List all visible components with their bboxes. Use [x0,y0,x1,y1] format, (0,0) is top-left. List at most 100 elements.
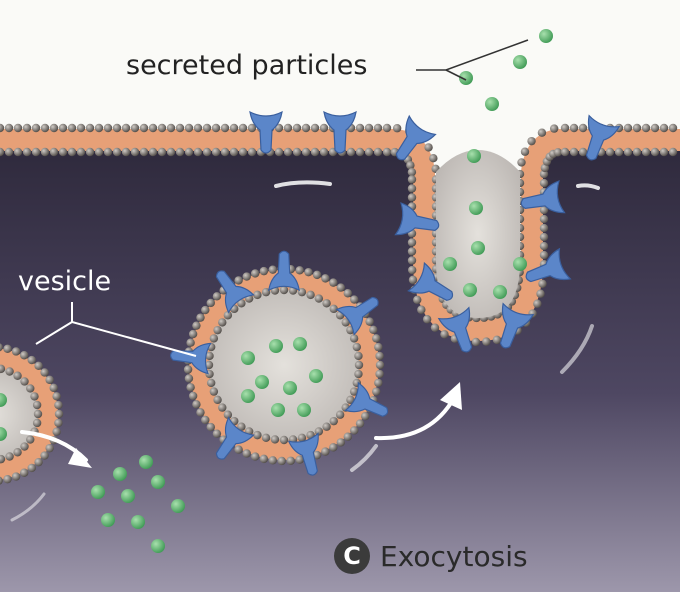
lipid-head [540,163,550,173]
lipid-head [354,360,364,370]
membrane-protein-icon [395,114,437,161]
lipid-head [312,450,322,460]
lipid-head [407,167,417,177]
lipid-head [408,275,418,285]
lipid-head [202,147,212,157]
particle [467,149,481,163]
lipid-head [229,147,239,157]
lipid-head [346,395,355,405]
lipid-head [121,123,131,133]
lipid-head [659,147,669,157]
lipid-head [32,418,42,428]
lipid-head [407,265,417,275]
lipid-head [13,371,22,380]
highlight [560,324,594,374]
lipid-head [201,415,210,425]
lipid-head [373,147,383,157]
lipid-head [270,435,280,444]
lipid-head [417,305,426,314]
lipid-head [253,430,262,440]
particle [539,29,553,43]
lipid-head [336,283,345,292]
lipid-head [668,123,678,133]
lipid-head [301,147,311,157]
membrane-protein-icon [344,381,389,417]
lipid-head [492,335,502,345]
lipid-head [341,318,350,327]
lipid-head [283,123,293,133]
lipid-head [148,123,158,133]
highlight [274,180,332,188]
lipid-head [27,463,36,473]
lipid-head [440,330,449,339]
lipid-head [247,147,257,157]
lipid-head [268,265,277,274]
label-secreted-particles: secreted particles [126,50,368,81]
lipid-head [237,422,246,431]
membrane-protein-icon [323,110,357,154]
lipid-head [237,299,246,308]
lipid-head [19,468,29,477]
lipid-head [253,290,262,300]
lipid-head [45,443,54,453]
lipid-head [184,147,194,157]
lipid-head [40,451,49,460]
lipid-head [204,360,214,370]
lipid-head [31,147,41,157]
lipid-head [206,298,215,308]
lipid-head [213,395,222,405]
lipid-head [229,123,239,133]
lipid-head [614,147,624,157]
lipid-head [365,317,374,326]
lipid-head [424,143,433,152]
lipid-head [375,351,384,361]
lipid-head [34,361,43,371]
particle [151,475,165,489]
lipid-head [67,123,77,133]
lipid-head [292,147,302,157]
lipid-head [578,147,588,157]
particle [241,389,255,403]
lipid-head [578,123,588,133]
lipid-head [319,123,329,133]
lipid-head [40,368,49,377]
lipid-head [319,147,329,157]
lipid-head [13,123,23,133]
lipid-head [166,147,176,157]
lipid-head [533,299,542,308]
lipid-head [76,123,86,133]
lipid-head [549,124,559,133]
lipid-head [407,247,417,256]
lipid-head [304,267,313,277]
lipid-head [539,241,549,251]
lipid-head [242,449,251,458]
lipid-head [329,278,338,287]
lipid-head [49,383,58,393]
lipid-head [211,123,221,133]
lipid-head [336,438,345,447]
lipid-head [19,351,29,360]
particle [0,427,7,441]
lipid-head [188,391,198,401]
vesicle-left [0,343,64,485]
lipid-head [407,256,417,265]
particle [121,489,135,503]
lipid-head [560,123,570,133]
fusion-pocket-lumen [436,150,520,318]
particle [271,403,285,417]
lipid-head [238,147,248,157]
particle [0,393,7,407]
lipid-head [3,344,12,354]
membrane-protein-icon [437,306,473,353]
membrane-protein-icon [215,416,255,460]
lipid-head [238,123,248,133]
lipid-head [0,147,5,157]
lipid-head [349,334,359,343]
lipid-head [295,266,304,275]
lipid-head [0,454,6,464]
lipid-head [247,123,257,133]
lipid-head [139,123,149,133]
lipid-head [112,123,122,133]
lipid-head [22,123,32,133]
lipid-head [406,161,415,170]
